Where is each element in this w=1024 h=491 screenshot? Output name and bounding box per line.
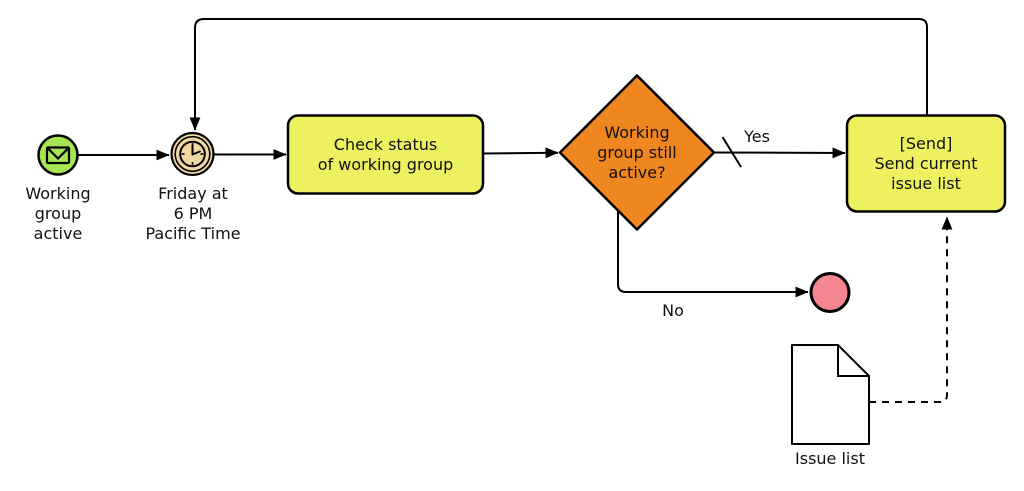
gateway-label-line: Working xyxy=(604,122,670,142)
start-event-label-line: group xyxy=(34,204,82,223)
timer-event-label: Friday at 6 PM Pacific Time xyxy=(128,184,258,244)
gateway-shape[interactable] xyxy=(558,74,716,231)
envelope-icon xyxy=(45,146,71,165)
association-issue-list-to-send-task xyxy=(869,216,953,403)
gateway-label-line: active? xyxy=(608,162,666,182)
check-task-label: Check status of working group xyxy=(288,115,483,194)
timer-event-label-line: Friday at xyxy=(158,184,228,203)
check-task-shape[interactable] xyxy=(286,114,485,195)
end-event-shape[interactable] xyxy=(809,272,851,313)
no-edge-label: No xyxy=(662,301,684,320)
start-event-label-line: active xyxy=(33,224,83,243)
send-task-label-line: [Send] xyxy=(899,133,953,153)
check-task-label-line: of working group xyxy=(317,154,454,174)
send-task-label-line: issue list xyxy=(891,173,961,193)
flow-gateway-yes-to-send-task xyxy=(713,147,846,159)
gateway-label: Working group still active? xyxy=(565,75,709,230)
flow-gateway-no-to-end xyxy=(617,211,809,298)
default-flow-slash-marker xyxy=(721,136,742,168)
data-object-label: Issue list xyxy=(795,449,865,468)
timer-event[interactable] xyxy=(170,131,215,177)
timer-event-label-line: 6 PM xyxy=(173,204,213,223)
start-event-label-line: Working xyxy=(25,184,91,203)
start-event-label: Working group active xyxy=(8,184,108,244)
start-event[interactable] xyxy=(37,134,79,176)
data-object-shape[interactable] xyxy=(791,344,870,445)
timer-event-label-line: Pacific Time xyxy=(145,224,241,243)
flow-send-task-loop-to-timer xyxy=(189,18,928,131)
gateway-label-line: group still xyxy=(597,142,677,162)
folded-corner-icon xyxy=(837,345,869,377)
send-task-label-line: Send current xyxy=(874,153,978,173)
flow-check-task-to-gateway xyxy=(482,147,559,159)
yes-edge-label: Yes xyxy=(744,127,770,146)
check-task-label-line: Check status xyxy=(333,134,438,154)
clock-icon xyxy=(179,140,206,168)
send-task-label: [Send] Send current issue list xyxy=(847,115,1005,212)
send-task-shape[interactable] xyxy=(845,114,1007,213)
